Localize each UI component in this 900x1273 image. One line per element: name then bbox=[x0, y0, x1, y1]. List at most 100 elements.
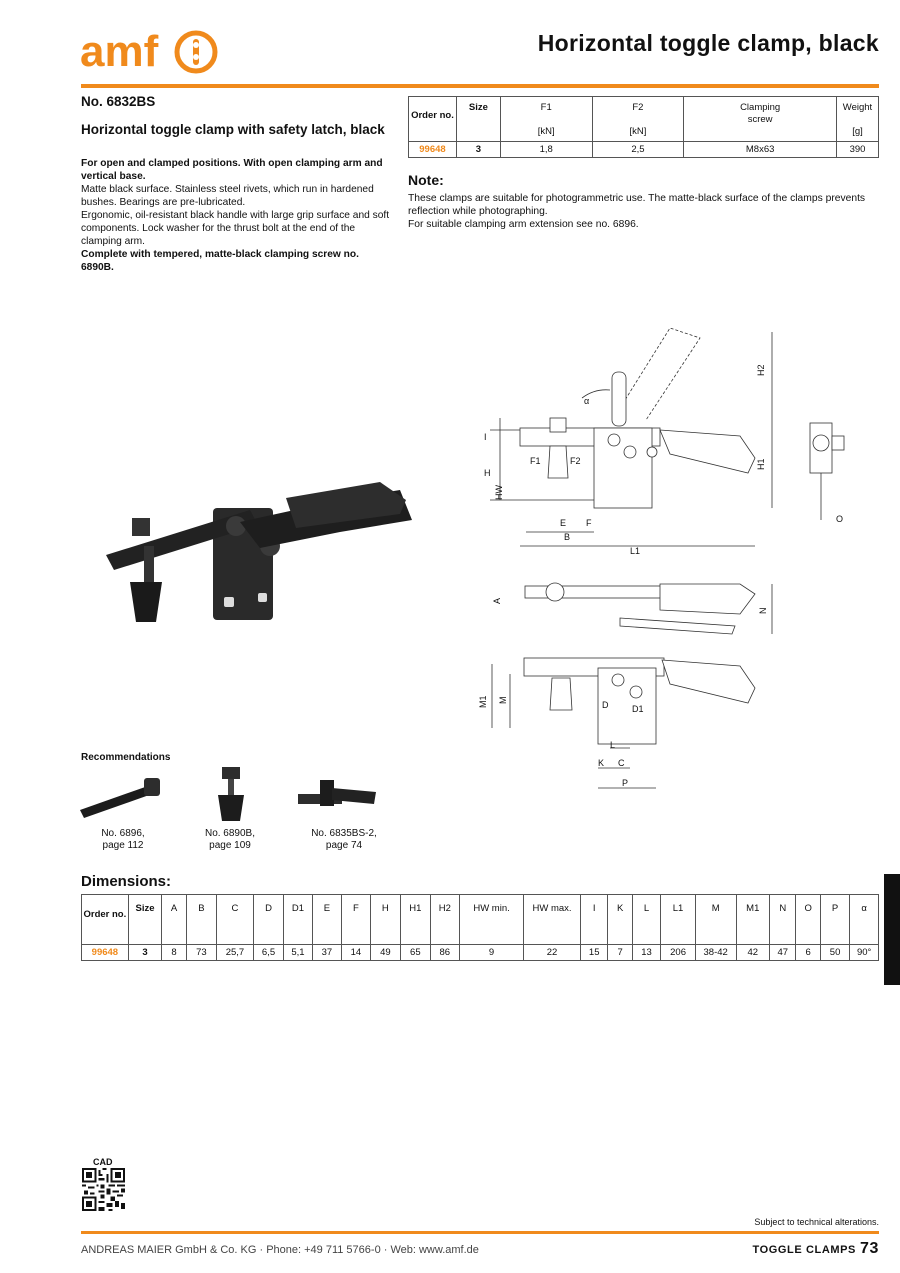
page-number: 73 bbox=[860, 1240, 879, 1257]
dim-value-cell: 37 bbox=[311, 944, 343, 961]
dim-order-no-cell[interactable]: 99648 bbox=[81, 944, 129, 961]
order-table: Order no. Size F1[kN] F2[kN] Clamping sc… bbox=[408, 96, 880, 158]
cad-label: CAD bbox=[93, 1157, 113, 1167]
drawing-label-d: D bbox=[602, 700, 609, 710]
dim-header-cell: H2 bbox=[429, 894, 461, 945]
f2-cell: 2,5 bbox=[591, 141, 685, 158]
reco-image-6835bs2 bbox=[298, 780, 376, 806]
dim-value-cell: 25,7 bbox=[216, 944, 254, 961]
header-cell: Clamping screw bbox=[683, 96, 837, 142]
dim-header-cell: HW min. bbox=[459, 894, 525, 945]
footer-company: ANDREAS MAIER GmbH & Co. KG · Phone: +49… bbox=[81, 1244, 479, 1256]
dim-value-cell: 50 bbox=[819, 944, 851, 961]
dim-value-cell: 6 bbox=[795, 944, 821, 961]
drawing-label-hw: HW bbox=[494, 485, 504, 500]
drawing-label-h1: H1 bbox=[756, 458, 766, 470]
reco-caption-line1: No. 6890B, bbox=[204, 828, 256, 839]
drawing-label-o: O bbox=[836, 514, 843, 524]
recommendations-heading: Recommendations bbox=[81, 752, 171, 763]
reco-image-6890b bbox=[218, 767, 244, 821]
dim-header-cell: N bbox=[769, 894, 797, 945]
reco-caption-6890b[interactable]: No. 6890B, page 109 bbox=[190, 828, 270, 852]
product-photo bbox=[106, 482, 412, 622]
reco-caption-line2: page 74 bbox=[325, 840, 363, 851]
drawing-label-k: K bbox=[598, 758, 604, 768]
dim-value-cell: 38-42 bbox=[694, 944, 737, 961]
weight-cell: 390 bbox=[835, 141, 880, 158]
drawing-label-b: B bbox=[564, 532, 570, 542]
header-cell: Size bbox=[455, 96, 501, 142]
reco-caption-line2: page 109 bbox=[209, 840, 251, 851]
drawing-label-d1: D1 bbox=[632, 704, 644, 714]
size-cell: 3 bbox=[455, 141, 501, 158]
desc-bold-1: For open and clamped positions. With ope… bbox=[81, 158, 383, 182]
screw-cell: M8x63 bbox=[683, 141, 837, 158]
drawing-label-n: N bbox=[758, 608, 768, 615]
cad-qr-code[interactable] bbox=[82, 1168, 125, 1211]
reco-caption-line1: No. 6896, bbox=[101, 828, 145, 839]
dim-value-cell: 13 bbox=[631, 944, 662, 961]
chapter-tab bbox=[884, 874, 900, 985]
table-row: 99648 3 1,8 2,5 M8x63 390 bbox=[408, 141, 880, 158]
page-title: Horizontal toggle clamp, black bbox=[537, 30, 879, 56]
header-cell: Weight[g] bbox=[835, 96, 880, 142]
dim-value-cell: 9 bbox=[459, 944, 525, 961]
technical-drawing: α H2 H1 I H HW F1 F2 E F B L1 O A N M1 M… bbox=[478, 328, 845, 789]
amf-logo: amf bbox=[80, 27, 218, 76]
drawing-label-f2: F2 bbox=[570, 456, 581, 466]
dim-header-cell: L1 bbox=[660, 894, 696, 945]
note-line-1: These clamps are suitable for photogramm… bbox=[408, 193, 866, 217]
dim-header-cell: L bbox=[631, 894, 662, 945]
dim-value-cell: 6,5 bbox=[252, 944, 285, 961]
dim-header-cell: E bbox=[311, 894, 343, 945]
drawing-label-l: L bbox=[610, 740, 615, 750]
dimensions-heading: Dimensions: bbox=[81, 873, 172, 890]
header-cell: F1[kN] bbox=[499, 96, 593, 142]
reco-caption-6896[interactable]: No. 6896, page 112 bbox=[80, 828, 166, 852]
dim-header-cell: Order no. bbox=[81, 894, 129, 945]
dim-value-cell: 90° bbox=[849, 944, 879, 961]
reco-caption-line2: page 112 bbox=[102, 840, 144, 851]
drawing-label-f1: F1 bbox=[530, 456, 541, 466]
f1-cell: 1,8 bbox=[499, 141, 593, 158]
dim-value-cell: 86 bbox=[429, 944, 461, 961]
dim-value-cell: 8 bbox=[161, 944, 187, 961]
dim-header-cell: M1 bbox=[735, 894, 771, 945]
dim-header-cell: F bbox=[341, 894, 371, 945]
dim-header-cell: H bbox=[369, 894, 402, 945]
dim-header-cell: K bbox=[607, 894, 633, 945]
desc-para-2: Ergonomic, oil-resistant black handle wi… bbox=[81, 210, 390, 247]
reco-caption-line1: No. 6835BS-2, bbox=[311, 828, 377, 839]
logo-text: amf bbox=[80, 27, 159, 76]
header-cell: F2[kN] bbox=[591, 96, 685, 142]
dim-value-cell: 49 bbox=[369, 944, 402, 961]
note-text: These clamps are suitable for photogramm… bbox=[408, 192, 883, 231]
reco-caption-6835bs2[interactable]: No. 6835BS-2, page 74 bbox=[292, 828, 396, 852]
order-table-header: Order no. Size F1[kN] F2[kN] Clamping sc… bbox=[408, 96, 880, 142]
drawing-label-alpha: α bbox=[584, 396, 589, 406]
dim-header-cell: HW max. bbox=[523, 894, 581, 945]
dim-header-cell: D1 bbox=[283, 894, 313, 945]
drawing-label-f: F bbox=[586, 518, 592, 528]
dim-header-cell: D bbox=[252, 894, 285, 945]
dim-header-cell: Size bbox=[127, 894, 163, 945]
dim-value-cell: 14 bbox=[341, 944, 371, 961]
dim-header-cell: α bbox=[849, 894, 879, 945]
desc-para-1: Matte black surface. Stainless steel riv… bbox=[81, 184, 374, 208]
reco-image-6896 bbox=[80, 778, 160, 818]
dim-value-cell: 47 bbox=[769, 944, 797, 961]
dim-value-cell: 65 bbox=[400, 944, 431, 961]
dim-header-cell: I bbox=[579, 894, 609, 945]
desc-bold-2: Complete with tempered, matte-black clam… bbox=[81, 249, 359, 273]
drawing-label-m: M bbox=[498, 697, 508, 705]
dim-header-cell: C bbox=[216, 894, 254, 945]
order-no-cell[interactable]: 99648 bbox=[408, 141, 457, 158]
dim-header-cell: M bbox=[694, 894, 737, 945]
dim-value-cell: 22 bbox=[523, 944, 581, 961]
dim-header-cell: O bbox=[795, 894, 821, 945]
drawing-label-l1: L1 bbox=[630, 546, 640, 556]
dim-header-cell: P bbox=[819, 894, 851, 945]
